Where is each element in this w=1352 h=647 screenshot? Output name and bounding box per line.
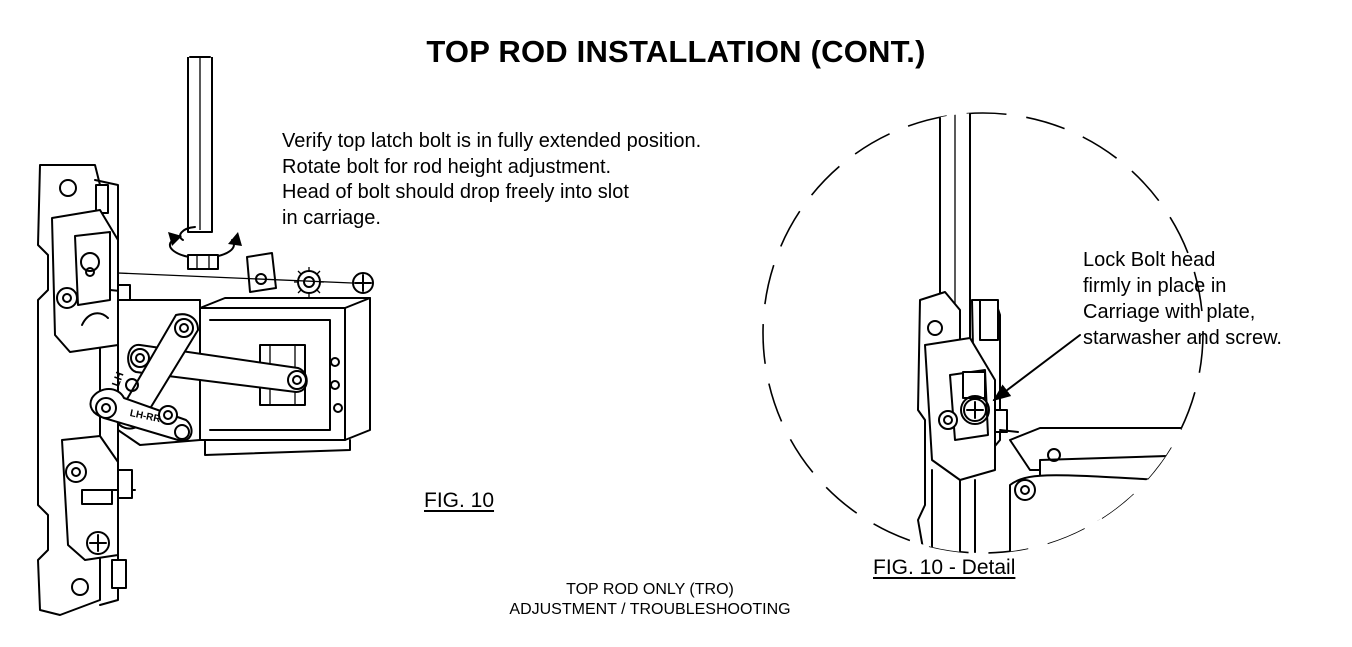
lower-screw-icon bbox=[86, 531, 110, 555]
fig-10-label: FIG. 10 bbox=[424, 489, 495, 512]
detail-screw-icon bbox=[963, 398, 987, 422]
footer-line-2: ADJUSTMENT / TROUBLESHOOTING bbox=[509, 601, 791, 618]
callout-line: firmly in place in bbox=[1083, 275, 1227, 297]
lower-latch bbox=[61, 435, 136, 561]
fig-10-detail-label: FIG. 10 - Detail bbox=[873, 556, 1016, 579]
detail-circle-outline bbox=[762, 112, 1204, 554]
detail-callout-text: Lock Bolt head firmly in place in Carria… bbox=[1083, 247, 1282, 351]
plate-part bbox=[246, 252, 277, 293]
explode-line bbox=[94, 271, 353, 284]
bolt-head bbox=[187, 254, 219, 270]
footer-line-1: TOP ROD ONLY (TRO) bbox=[566, 581, 734, 598]
lever-links: LH LH-RR bbox=[89, 313, 308, 442]
instruction-line: Head of bolt should drop freely into slo… bbox=[282, 181, 629, 203]
instruction-text: Verify top latch bolt is in fully extend… bbox=[282, 129, 701, 231]
callout-arrow bbox=[992, 334, 1081, 402]
main-assembly-drawing: LH LH-RR bbox=[37, 56, 374, 616]
lh-marking: LH bbox=[110, 370, 126, 388]
callout-line: starwasher and screw. bbox=[1083, 327, 1282, 349]
detail-view bbox=[762, 112, 1204, 554]
callout-line: Lock Bolt head bbox=[1083, 249, 1216, 271]
footer-caption: TOP ROD ONLY (TRO) ADJUSTMENT / TROUBLES… bbox=[440, 580, 860, 620]
instruction-line: in carriage. bbox=[282, 206, 381, 229]
page-title: TOP ROD INSTALLATION (CONT.) bbox=[426, 34, 926, 69]
screw-icon bbox=[352, 272, 374, 294]
instruction-line: Verify top latch bolt is in fully extend… bbox=[282, 130, 702, 152]
instruction-line: Rotate bolt for rod height adjustment. bbox=[282, 155, 612, 178]
callout-line: Carriage with plate, bbox=[1083, 301, 1256, 323]
top-rod bbox=[187, 56, 213, 233]
